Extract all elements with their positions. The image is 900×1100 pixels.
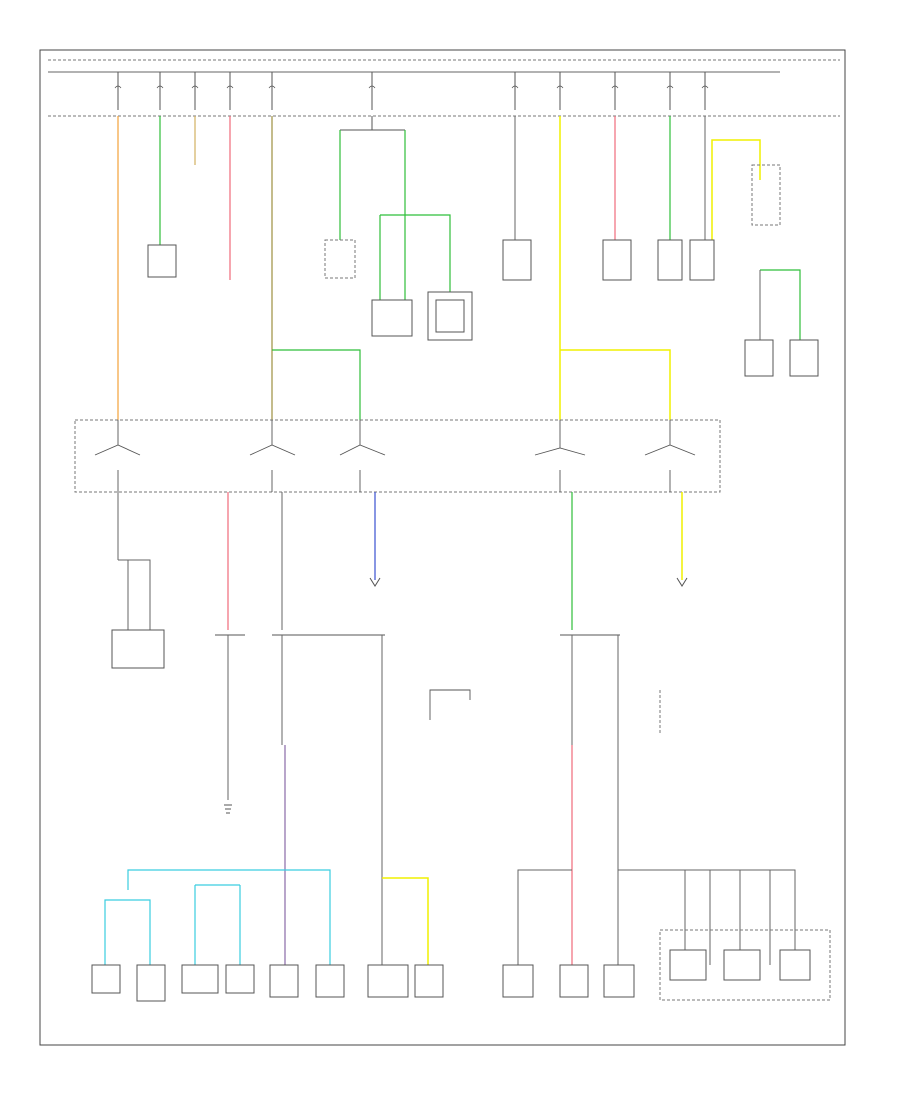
wire-yellow-crossover [560,349,671,420]
top-fuse-symbols [114,85,709,89]
ground-symbol [224,804,232,814]
wire-gray-bottom-left [517,869,572,965]
component-upper-1 [147,244,177,278]
wire-green-crossover [272,349,361,420]
wire-green-branch [380,214,451,295]
wire-gray-bottom-right [618,869,796,965]
connector-center-l [324,239,356,279]
ignition-switches [94,420,696,492]
wire-gray-lower-split [118,559,151,630]
component-upper-2 [371,299,413,337]
wire-cyan-split [104,899,151,965]
wire-yellow-relay [711,139,761,240]
component-upper-6 [657,239,683,281]
top-fuses [117,72,706,110]
wire-green-yellow-relay [760,269,801,340]
component-upper-7 [689,239,715,281]
wire-cyan-bus [127,869,331,965]
fuse-panel-bracket [429,689,471,720]
component-upper-8 [744,339,774,377]
component-lower-left [111,629,165,669]
relay-upper [751,164,781,226]
component-upper-9 [789,339,819,377]
component-upper-4 [502,239,532,281]
ignition-switch-module [74,419,721,493]
bottom-components [91,929,831,1002]
arrow-blue [369,577,381,587]
wire-yellow-bottom [382,877,429,965]
arrow-yellow [676,577,688,587]
component-upper-3-inner [435,299,465,333]
diagram-frame [39,49,846,1046]
component-upper-5 [602,239,632,281]
